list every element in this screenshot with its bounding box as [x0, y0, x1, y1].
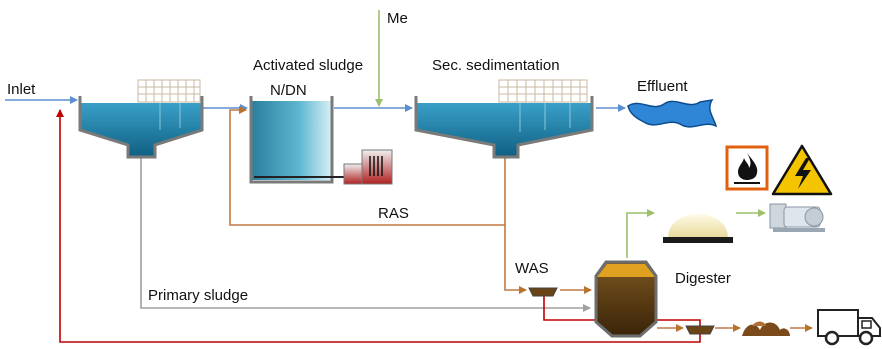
electric-hazard-icon	[771, 144, 833, 196]
biogas-line	[626, 209, 655, 258]
secondary-clarifier-icon	[414, 79, 594, 159]
aeration-tank-icon	[249, 96, 348, 184]
methanol-label: Me	[387, 10, 408, 27]
was-label: WAS	[515, 260, 549, 277]
ras-return-line	[229, 106, 506, 226]
dewatering-unit-icon	[685, 325, 715, 335]
water-wave-icon	[627, 98, 718, 128]
primary-sludge-line	[140, 155, 591, 312]
inlet-label: Inlet	[7, 81, 36, 98]
digester-icon	[594, 260, 658, 338]
ndn-label: N/DN	[270, 82, 307, 99]
primary-sludge-label: Primary sludge	[148, 287, 248, 304]
flame-warning-icon	[725, 145, 769, 191]
thickener-icon	[528, 287, 558, 297]
generator-icon	[769, 203, 825, 232]
secondary-sedimentation-label: Sec. sedimentation	[432, 57, 560, 74]
was-line	[504, 225, 527, 294]
truck-icon	[817, 309, 881, 346]
blower-icon	[343, 149, 393, 185]
activated-sludge-label: Activated sludge	[253, 57, 363, 74]
primary-clarifier-icon	[78, 79, 204, 159]
dewatered-sludge-icon	[742, 321, 790, 336]
gas-holder-icon	[663, 214, 733, 243]
effluent-label: Effluent	[637, 78, 688, 95]
digester-label: Digester	[675, 270, 731, 287]
ras-label: RAS	[378, 205, 409, 222]
